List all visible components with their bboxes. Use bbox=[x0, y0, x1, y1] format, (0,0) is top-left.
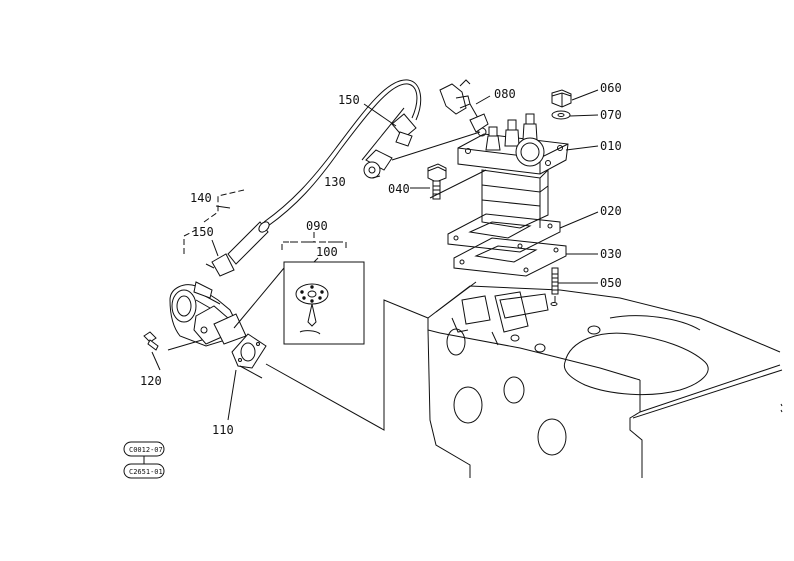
injection-pump bbox=[457, 113, 569, 229]
engine-block bbox=[427, 281, 783, 478]
fuel-hose bbox=[263, 79, 422, 227]
label-090: 090 bbox=[306, 219, 328, 233]
code-c0012: C0012-07 bbox=[129, 446, 163, 454]
hose-140 bbox=[227, 221, 270, 265]
reference-codes: C0012-07 C2651-01 bbox=[123, 441, 165, 479]
label-100: 100 bbox=[316, 245, 338, 259]
label-080: 080 bbox=[494, 87, 516, 101]
bracket-090 bbox=[281, 232, 347, 250]
label-020: 020 bbox=[600, 204, 622, 218]
label-060: 060 bbox=[600, 81, 622, 95]
label-150-lower: 150 bbox=[192, 225, 214, 239]
label-010: 010 bbox=[600, 139, 622, 153]
gasket-110 bbox=[231, 333, 267, 369]
bracket-140 bbox=[183, 189, 245, 254]
washer-070 bbox=[551, 110, 571, 120]
gasket-020 bbox=[447, 213, 561, 253]
hose-clamp-150-upper bbox=[391, 113, 417, 147]
banjo-fitting-080 bbox=[439, 79, 489, 133]
label-120: 120 bbox=[140, 374, 162, 388]
label-070: 070 bbox=[600, 108, 622, 122]
nut-060 bbox=[551, 89, 572, 108]
label-140: 140 bbox=[190, 191, 212, 205]
pipe-joint-130 bbox=[363, 149, 393, 179]
label-150-upper: 150 bbox=[338, 93, 360, 107]
label-040: 040 bbox=[388, 182, 410, 196]
leader-lines bbox=[151, 89, 599, 431]
gasket-030 bbox=[453, 237, 567, 277]
label-110: 110 bbox=[212, 423, 234, 437]
screw-120 bbox=[143, 331, 159, 351]
delivery-valves bbox=[485, 113, 538, 151]
code-c2651: C2651-01 bbox=[129, 468, 163, 476]
stud-050 bbox=[550, 267, 559, 306]
hose-clamp-150-lower bbox=[205, 253, 235, 277]
bolt-040 bbox=[427, 163, 447, 200]
label-130: 130 bbox=[324, 175, 346, 189]
stop-solenoid bbox=[169, 281, 247, 347]
label-050: 050 bbox=[600, 276, 622, 290]
label-030: 030 bbox=[600, 247, 622, 261]
inset-box-100 bbox=[283, 261, 365, 345]
